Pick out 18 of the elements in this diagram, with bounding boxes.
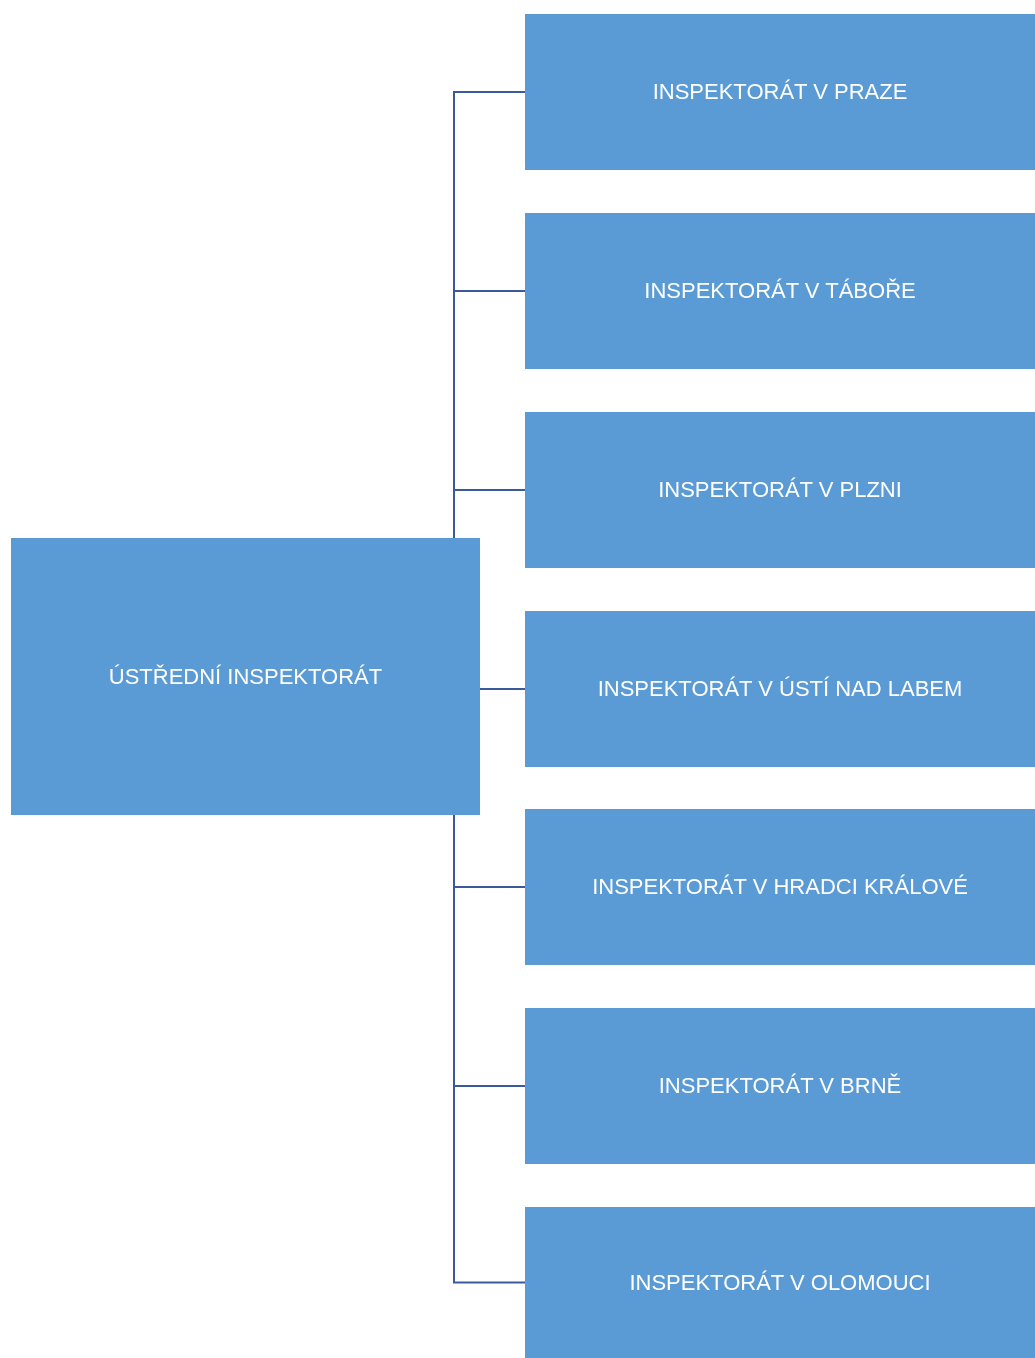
org-box xyxy=(525,611,1035,767)
box-label: INSPEKTORÁT V PRAZE xyxy=(652,79,908,105)
org-box xyxy=(11,538,480,815)
org-box xyxy=(525,412,1035,568)
connector-line xyxy=(479,688,526,690)
org-box xyxy=(525,1207,1035,1358)
box-label: INSPEKTORÁT V TÁBOŘE xyxy=(644,278,916,304)
org-box xyxy=(525,809,1035,965)
box-label: ÚSTŘEDNÍ INSPEKTORÁT xyxy=(108,663,383,690)
org-box xyxy=(525,213,1035,369)
box-label: INSPEKTORÁT V OLOMOUCI xyxy=(629,1269,931,1296)
box-label: INSPEKTORÁT V BRNĚ xyxy=(658,1073,902,1099)
box-label: INSPEKTORÁT V ÚSTÍ NAD LABEM xyxy=(597,676,963,702)
box-label: INSPEKTORÁT V PLZNI xyxy=(658,477,902,503)
org-box xyxy=(525,14,1035,170)
org-box xyxy=(525,1008,1035,1164)
connector-line xyxy=(453,489,526,539)
box-label: INSPEKTORÁT V HRADCI KRÁLOVÉ xyxy=(592,874,968,900)
